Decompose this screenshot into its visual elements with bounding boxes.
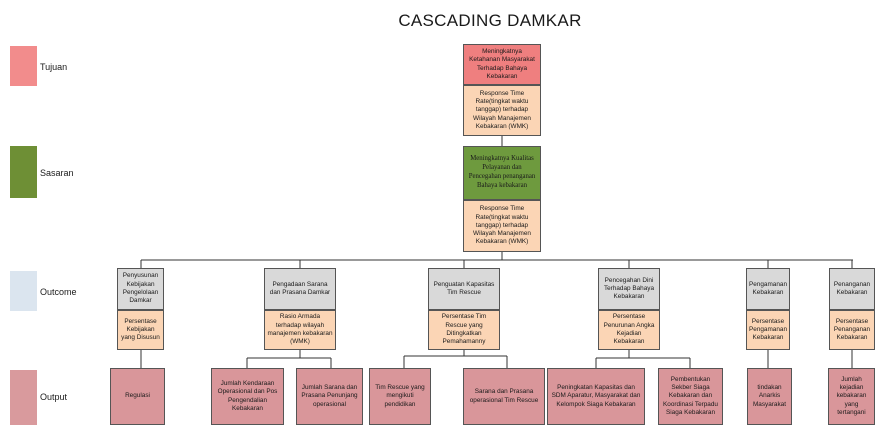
output-box: Sarana dan Prasana operasional Tim Rescu… [463,368,545,425]
legend-label-sasaran: Sasaran [40,168,74,178]
legend-swatch-sasaran [10,146,37,198]
diagram-title: CASCADING DAMKAR [398,11,582,30]
output-box: tindakan Anarkis Masyarakat [747,368,792,425]
outcome-indicator-box: Persentase Tim Rescue yang Ditingkatkan … [428,310,500,350]
legend-label-tujuan: Tujuan [40,62,68,72]
outcome-box: Penyusunan Kebijakan Pengelolaan Damkar [117,268,164,310]
outcome-indicator-box: Persentase Pengamanan Kebakaran [746,310,790,350]
legend-label-outcome: Outcome [40,287,77,297]
legend-label-output: Output [40,392,68,402]
tujuan-indicator-box: Response Time Rate(tingkat waktu tanggap… [463,85,541,136]
outcome-indicator-box: Persentase Penanganan Kebakaran [829,310,875,350]
legend-swatch-output [10,370,37,425]
outcome-indicator-box: Rasio Armada terhadap wilayah manajemen … [264,310,336,350]
outcome-box: Pengamanan Kebakaran [746,268,790,310]
output-box: Tim Rescue yang mengikuti pendidikan [369,368,431,425]
outcome-indicator-box: Persentase Penurunan Angka Kejadian Keba… [598,310,660,350]
output-box: Jumlah Sarana dan Prasana Penunjang oper… [296,368,363,425]
outcome-indicator-box: Persentase Kebijakan yang Disusun [117,310,164,350]
output-box: Pembentukan Sekber Siaga Kebakaran dan K… [658,368,723,425]
outcome-box: Pencegahan Dini Terhadap Bahaya Kebakara… [598,268,660,310]
sasaran-indicator-box: Response Time Rate(tingkat waktu tanggap… [463,200,541,252]
legend-swatch-outcome [10,271,37,311]
tujuan-box: Meningkatnya Ketahanan Masyarakat Terhad… [463,44,541,85]
outcome-box: Pengadaan Sarana dan Prasana Damkar [264,268,336,310]
output-box: Jumlah Kendaraan Operasional dan Pos Pen… [211,368,284,425]
output-box: Jumlah kejadian kebakaran yang tertangan… [828,368,875,425]
legend-swatch-tujuan [10,46,37,86]
outcome-box: Penanganan Kebakaran [829,268,875,310]
output-box: Peningkatan Kapasitas dan SDM Aparatur, … [547,368,645,425]
sasaran-box: Meningkatnya Kualitas Pelayanan dan Penc… [463,146,541,200]
outcome-box: Penguatan Kapasitas Tim Rescue [428,268,500,310]
output-box: Regulasi [110,368,165,425]
